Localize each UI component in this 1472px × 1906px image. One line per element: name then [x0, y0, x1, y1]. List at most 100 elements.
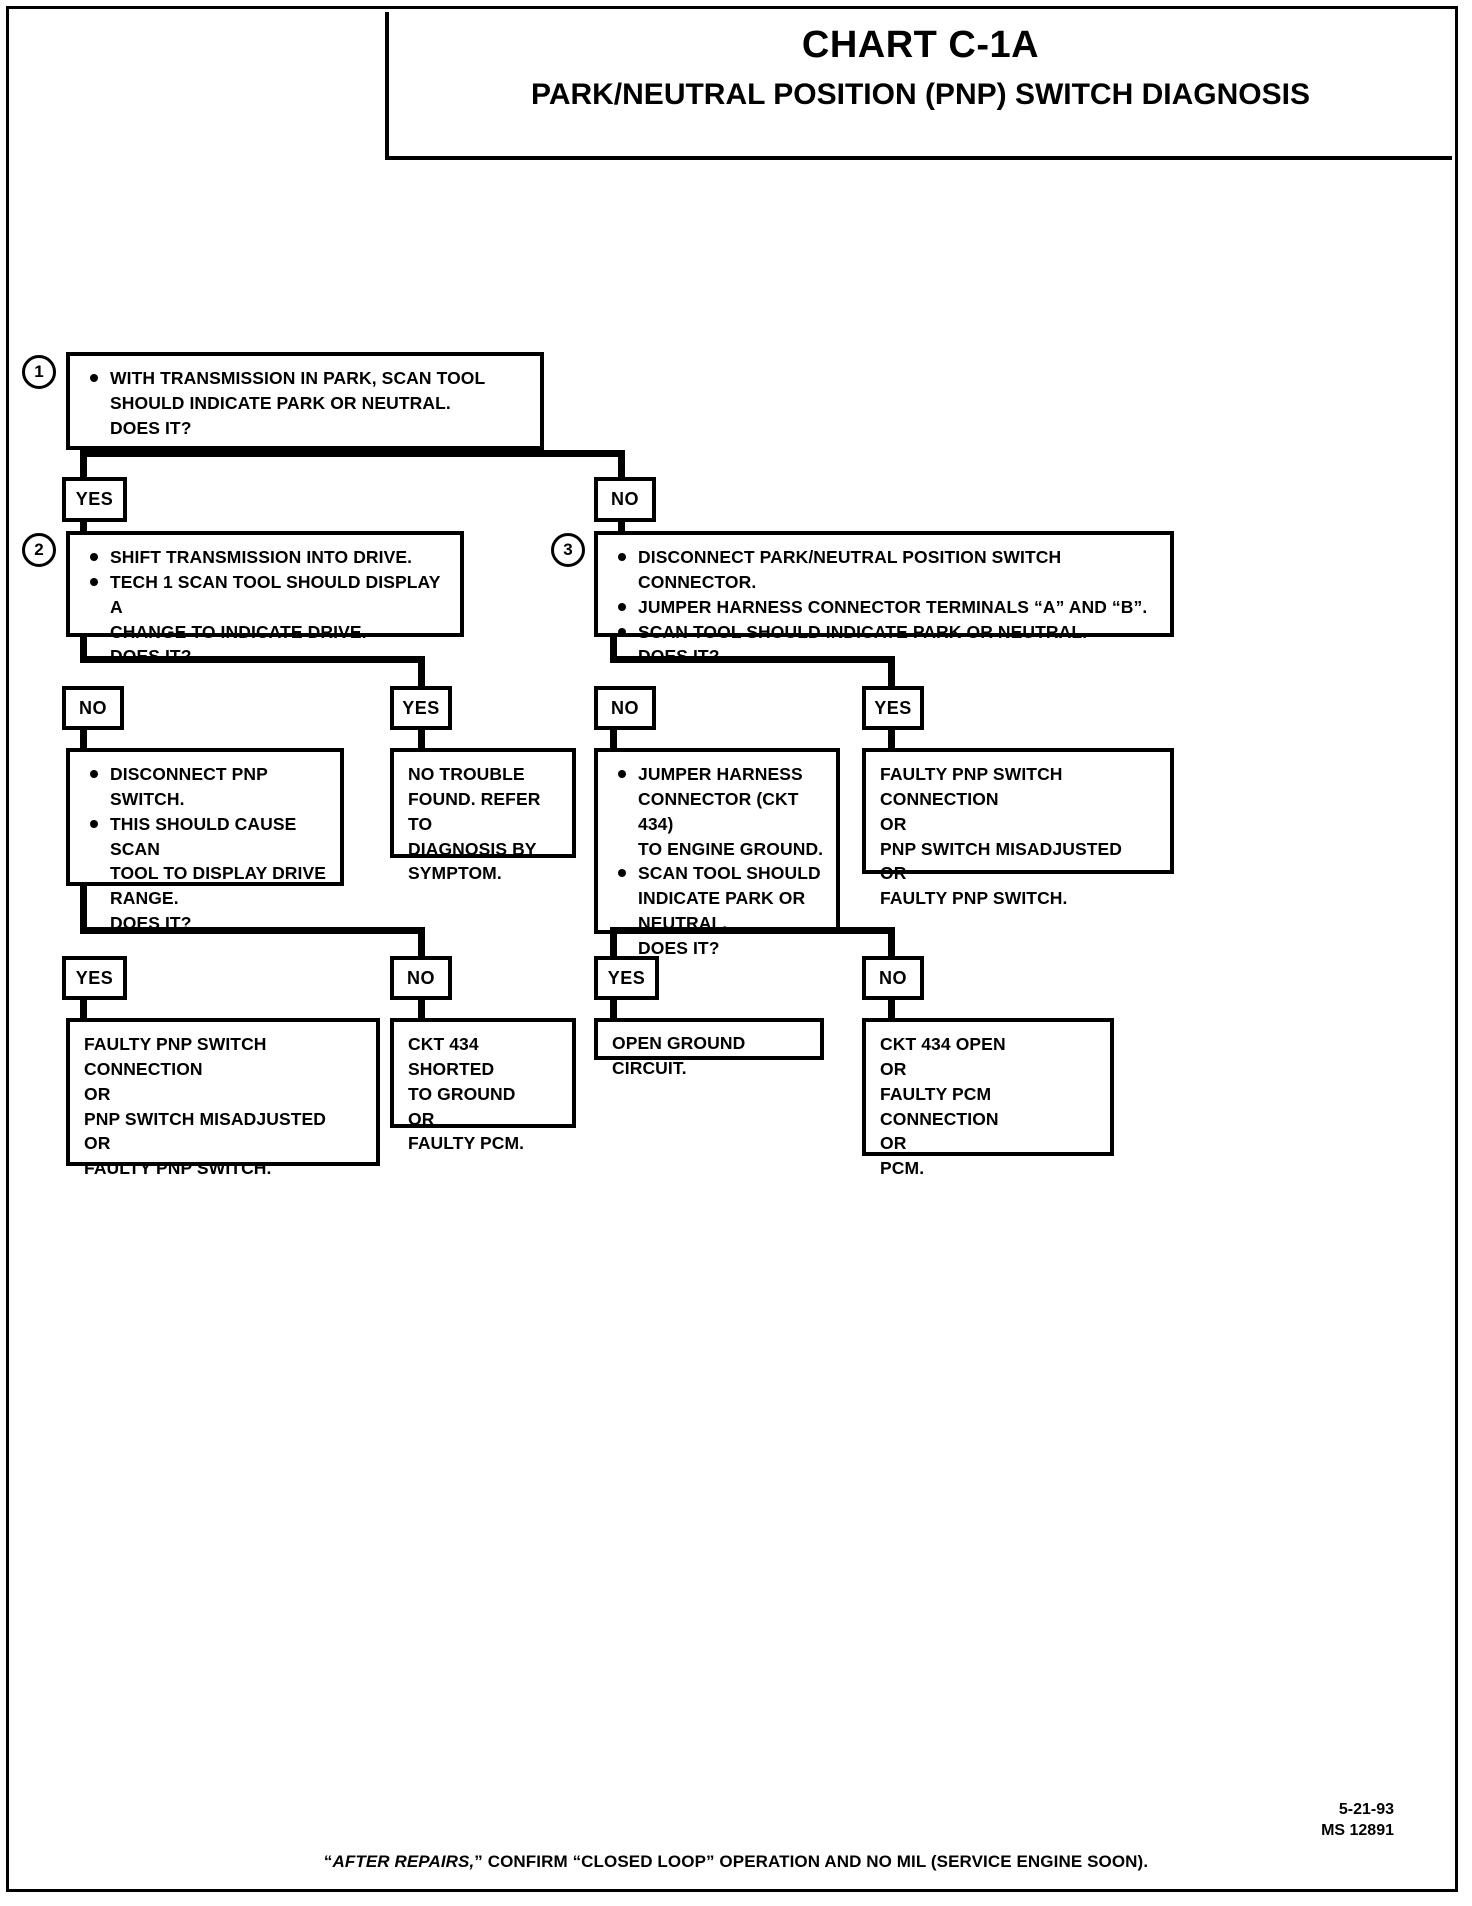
step2-line-3: CHANGE TO INDICATE DRIVE.: [110, 621, 367, 642]
connector-step3-no-down: [610, 728, 617, 750]
stamp-doc-id: MS 12891: [1321, 1821, 1394, 1839]
branch-label-step2-yes: YES: [390, 686, 452, 730]
ckt-open-line-2: OR: [880, 1058, 907, 1079]
branch-label-jumper-yes-text: YES: [607, 967, 646, 988]
faulty-left-line-6: FAULTY PNP SWITCH.: [84, 1158, 272, 1179]
connector-step2-right-stub: [418, 656, 425, 688]
jumper-engine-ground-box: JUMPER HARNESS CONNECTOR (CKT 434) TO EN…: [594, 748, 840, 958]
branch-label-step3-yes-text: YES: [874, 697, 912, 718]
branch-label-jumper-yes: YES: [594, 956, 659, 1000]
step-marker-2: 2: [22, 533, 56, 567]
jumper-ground-line-2: CONNECTOR (CKT 434): [638, 788, 799, 834]
faulty-right-line-4: OR: [880, 863, 907, 884]
connector-jumper-left-stub: [610, 927, 617, 959]
connector-jumper-right-stub: [888, 927, 895, 959]
no-trouble-found-box: NO TROUBLE FOUND. REFER TO DIAGNOSIS BY …: [390, 748, 576, 883]
connector-step2-yes-down: [418, 728, 425, 750]
connector-step1-left-stub: [80, 450, 87, 478]
connector-disconnect-horizontal: [80, 927, 425, 934]
branch-label-step1-no-text: NO: [611, 489, 639, 509]
faulty-right-line-1: FAULTY PNP SWITCH CONNECTION: [880, 764, 1063, 809]
branch-label-step3-no-text: NO: [611, 697, 639, 718]
branch-label-jumper-no: NO: [862, 956, 924, 1000]
connector-step3-horizontal: [610, 656, 895, 663]
footer-quote-open: “: [323, 1852, 333, 1871]
step3-question-box: DISCONNECT PARK/NEUTRAL POSITION SWITCH …: [594, 531, 1174, 666]
ckt-434-shorted-box: CKT 434 SHORTED TO GROUND OR FAULTY PCM.: [390, 1018, 576, 1153]
connector-step2-left-stub: [80, 637, 87, 659]
branch-label-jumper-no-text: NO: [879, 967, 907, 988]
open-ground-line-1: OPEN GROUND CIRCUIT.: [612, 1033, 746, 1078]
connector-step2-no-down: [80, 728, 87, 750]
branch-label-step1-no: NO: [594, 477, 656, 522]
step1-line-3: DOES IT?: [110, 417, 192, 438]
step2-line-1: SHIFT TRANSMISSION INTO DRIVE.: [84, 545, 448, 570]
faulty-left-line-4: PNP SWITCH MISADJUSTED: [84, 1108, 327, 1129]
jumper-ground-line-5: INDICATE PARK OR: [638, 888, 806, 909]
step3-line-3: SCAN TOOL SHOULD INDICATE PARK OR NEUTRA…: [612, 620, 1158, 645]
disconnect-pnp-line-1: DISCONNECT PNP SWITCH.: [84, 762, 328, 812]
footer-rest-text: CONFIRM “CLOSED LOOP” OPERATION AND NO M…: [482, 1852, 1149, 1871]
faulty-left-line-2: CONNECTION: [84, 1058, 203, 1079]
branch-label-disconnect-no-text: NO: [407, 967, 435, 988]
chart-title-subtitle: PARK/NEUTRAL POSITION (PNP) SWITCH DIAGN…: [531, 77, 1310, 111]
disconnect-pnp-line-3: TOOL TO DISPLAY DRIVE: [110, 863, 327, 884]
connector-disconnect-yes-down: [80, 998, 87, 1020]
step3-line-1: DISCONNECT PARK/NEUTRAL POSITION SWITCH …: [612, 545, 1158, 595]
connector-jumper-horizontal: [610, 927, 895, 934]
faulty-pnp-connection-right-box: FAULTY PNP SWITCH CONNECTION OR PNP SWIT…: [862, 748, 1174, 908]
page-border: [6, 6, 1458, 1892]
faulty-left-line-1: FAULTY PNP SWITCH: [84, 1034, 267, 1054]
ckt-open-line-5: PCM.: [880, 1158, 925, 1179]
ckt-shorted-line-1: CKT 434 SHORTED: [408, 1034, 495, 1079]
ckt-open-line-1: CKT 434 OPEN: [880, 1034, 1006, 1054]
branch-label-step2-no: NO: [62, 686, 124, 730]
faulty-left-line-5: OR: [84, 1133, 111, 1154]
jumper-ground-line-7: DOES IT?: [638, 937, 720, 958]
ckt-open-line-4: OR: [880, 1133, 907, 1154]
branch-label-step3-no: NO: [594, 686, 656, 730]
connector-disconnect-left-stub: [80, 886, 87, 930]
disconnect-pnp-line-2: THIS SHOULD CAUSE SCAN: [84, 812, 328, 862]
branch-label-disconnect-yes-text: YES: [75, 967, 114, 988]
branch-label-step3-yes: YES: [862, 686, 924, 730]
jumper-ground-line-3: TO ENGINE GROUND.: [638, 838, 824, 859]
footer-italic-text: AFTER REPAIRS,: [332, 1852, 475, 1871]
connector-step3-yes-down: [888, 728, 895, 750]
step-marker-1: 1: [22, 355, 56, 389]
step1-line-2: SHOULD INDICATE PARK OR NEUTRAL.: [110, 392, 451, 413]
ckt-shorted-line-3: OR: [408, 1108, 435, 1129]
faulty-right-line-3: PNP SWITCH MISADJUSTED: [880, 838, 1123, 859]
branch-label-step1-yes: YES: [62, 477, 127, 522]
footer-quote-close: ”: [474, 1852, 483, 1871]
connector-step3-left-stub: [610, 637, 617, 659]
step2-line-2: TECH 1 SCAN TOOL SHOULD DISPLAY A: [84, 570, 448, 620]
faulty-right-line-2: OR: [880, 813, 907, 834]
disconnect-pnp-line-4: RANGE.: [110, 888, 179, 909]
step2-question-box: SHIFT TRANSMISSION INTO DRIVE. TECH 1 SC…: [66, 531, 464, 666]
connector-step1-right-stub: [618, 450, 625, 478]
no-trouble-line-2: FOUND. REFER TO: [408, 788, 541, 834]
connector-step1-horizontal: [80, 450, 625, 457]
no-trouble-line-1: NO TROUBLE: [408, 764, 525, 784]
faulty-pnp-connection-left-box: FAULTY PNP SWITCH CONNECTION OR PNP SWIT…: [66, 1018, 380, 1178]
no-trouble-line-4: SYMPTOM.: [408, 863, 502, 884]
chart-title-box: CHART C-1A PARK/NEUTRAL POSITION (PNP) S…: [385, 12, 1452, 160]
ckt-open-line-3: FAULTY PCM CONNECTION: [880, 1083, 999, 1129]
stamp-date: 5-21-93: [1338, 1801, 1394, 1818]
footer-note: “AFTER REPAIRS,” CONFIRM “CLOSED LOOP” O…: [0, 1852, 1472, 1872]
chart-title-main: CHART C-1A: [801, 24, 1040, 66]
step-marker-3-label: 3: [563, 540, 573, 559]
connector-step3-right-stub: [888, 656, 895, 688]
branch-label-disconnect-no: NO: [390, 956, 452, 1000]
branch-label-step2-no-text: NO: [79, 697, 107, 718]
branch-label-step1-yes-text: YES: [75, 489, 114, 509]
faulty-left-line-3: OR: [84, 1083, 111, 1104]
ckt-shorted-line-4: FAULTY PCM.: [408, 1133, 525, 1154]
connector-disconnect-right-stub: [418, 927, 425, 959]
step1-question-box: WITH TRANSMISSION IN PARK, SCAN TOOL SHO…: [66, 352, 544, 450]
connector-step2-horizontal: [80, 656, 425, 663]
branch-label-step2-yes-text: YES: [402, 697, 440, 718]
connector-jumper-no-down: [888, 998, 895, 1020]
connector-disconnect-no-down: [418, 998, 425, 1020]
